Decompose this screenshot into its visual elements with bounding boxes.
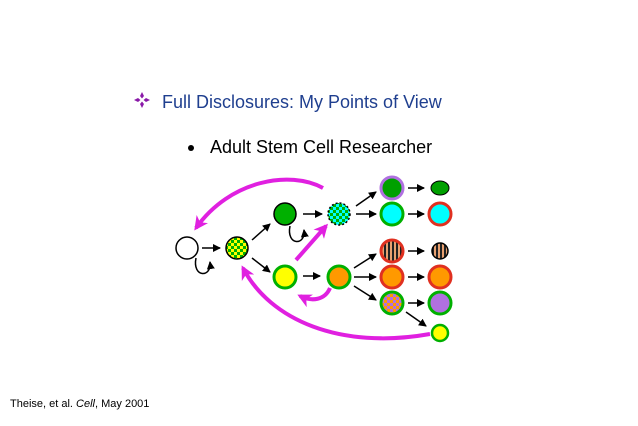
- progenitor-cell-checkered-green-cyan: [327, 202, 351, 226]
- diamond-bullet-icon: [134, 92, 150, 113]
- bullet-point: Adult Stem Cell Researcher: [188, 137, 432, 158]
- dedifferentiation-arrow-middle: [294, 223, 328, 262]
- dedifferentiation-arrow-top: [194, 177, 324, 231]
- mature-cell-cyan: [379, 201, 405, 227]
- slide-title-text: Full Disclosures: My Points of View: [162, 92, 442, 112]
- terminal-cell-striped: [431, 242, 449, 260]
- mature-cell-checkered-purple-orange: [379, 290, 405, 316]
- terminal-cell-cyan: [427, 201, 453, 227]
- progenitor-cell-green: [273, 202, 297, 226]
- differentiation-arrows: [202, 184, 427, 327]
- terminal-cell-orange: [427, 264, 453, 290]
- self-renewal-loop-stem: [194, 257, 215, 275]
- terminal-cell-yellow: [430, 323, 450, 343]
- dedifferentiation-arrow-lower: [297, 287, 332, 308]
- mature-cell-dark-green: [379, 175, 405, 201]
- citation-authors: Theise, et al.: [10, 398, 73, 410]
- self-renewal-loop-green: [288, 225, 309, 243]
- citation-journal: Cell: [76, 398, 95, 410]
- mature-cell-striped: [379, 238, 405, 264]
- mature-cell-orange-red: [379, 264, 405, 290]
- citation-date: , May 2001: [95, 398, 150, 410]
- slide-title: Full Disclosures: My Points of View: [134, 92, 442, 113]
- terminal-cell-purple: [427, 290, 453, 316]
- dedifferentiation-arrow-bottom: [241, 265, 431, 341]
- bullet-text: Adult Stem Cell Researcher: [210, 137, 433, 157]
- progenitor-cell-checkered-green-yellow: [225, 236, 249, 260]
- progenitor-cell-orange: [326, 264, 352, 290]
- bullet-dot-icon: [188, 144, 194, 151]
- stem-cell-white: [175, 236, 199, 260]
- progenitor-cell-yellow: [272, 264, 298, 290]
- terminal-cell-green: [430, 180, 450, 196]
- citation: Theise, et al. Cell, May 2001: [10, 398, 149, 410]
